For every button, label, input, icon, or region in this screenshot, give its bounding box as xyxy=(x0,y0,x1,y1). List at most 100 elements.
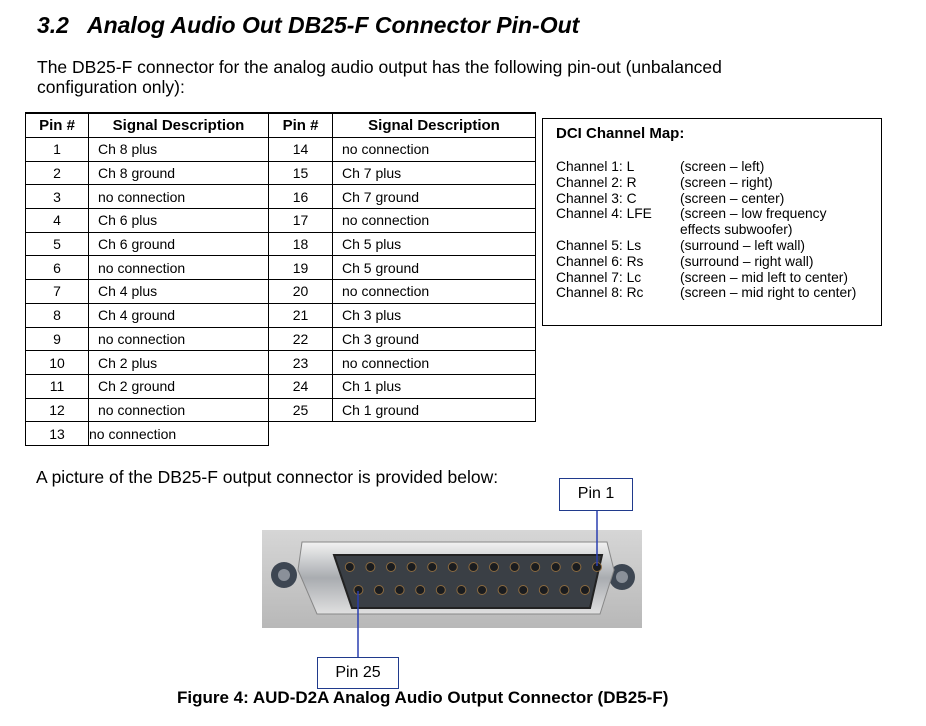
pin-number-cell: 9 xyxy=(25,326,89,352)
connector-pin-22 xyxy=(415,585,426,595)
pin-number-cell: 2 xyxy=(25,160,89,186)
channel-description: (screen – mid left to center) xyxy=(680,269,848,285)
signal-description-cell: no connection xyxy=(332,208,536,233)
channel-description: (screen – right) xyxy=(680,174,773,190)
intro-paragraph: The DB25-F connector for the analog audi… xyxy=(37,57,722,97)
pin25-callout: Pin 25 xyxy=(317,657,399,689)
pin-number-cell: 16 xyxy=(268,184,333,210)
channel-name: Channel 5: Ls xyxy=(556,237,642,253)
signal-description-cell: no connection xyxy=(88,255,269,281)
connector-pin-21 xyxy=(435,585,446,595)
connector-pin-10 xyxy=(406,562,417,572)
pin1-callout: Pin 1 xyxy=(559,478,633,511)
pin-number-cell: 24 xyxy=(268,373,333,399)
dci-channel-map-box: DCI Channel Map: Channel 1: L(screen – l… xyxy=(542,118,882,326)
section-title: Analog Audio Out DB25-F Connector Pin-Ou… xyxy=(86,12,580,38)
connector-pin-4 xyxy=(530,562,541,572)
channel-name: Channel 6: Rs xyxy=(556,253,644,269)
connector-pin-6 xyxy=(489,562,499,572)
pin-number-cell: 23 xyxy=(268,350,333,375)
channel-description: (screen – center) xyxy=(680,190,785,206)
connector-pin-17 xyxy=(518,585,529,595)
connector-pin-24 xyxy=(374,585,384,595)
pin-number-cell: 17 xyxy=(268,208,333,233)
channel-map-title: DCI Channel Map: xyxy=(556,125,685,142)
channel-entry: Channel 8: Rc (screen – mid right to cent… xyxy=(556,285,870,301)
header-pin: Pin # xyxy=(268,112,333,138)
connector-pin-25 xyxy=(353,585,364,595)
connector-pin-13 xyxy=(344,562,355,572)
connector-pin-5 xyxy=(509,562,520,572)
pin-number-cell: 14 xyxy=(268,137,333,162)
figure-caption: Figure 4: AUD-D2A Analog Audio Output Co… xyxy=(177,688,669,707)
channel-entry: Channel 2: R(screen – right) xyxy=(556,175,870,191)
channel-description: (surround – left wall) xyxy=(680,237,805,253)
signal-description-cell: no connection xyxy=(88,184,269,210)
pin-number-cell: 5 xyxy=(25,231,89,257)
channel-name: Channel 1: L xyxy=(556,159,635,174)
pin-number-cell: 12 xyxy=(25,397,89,423)
channel-name: Channel 3: C xyxy=(556,190,637,206)
connector-pin-3 xyxy=(550,562,561,572)
signal-description-cell: no connection xyxy=(88,326,269,352)
signal-description-cell: Ch 1 ground xyxy=(332,397,536,423)
connector-pin-8 xyxy=(447,562,458,572)
pin-number-cell: 3 xyxy=(25,184,89,210)
channel-entry: Channel 7: Lc (screen – mid left to cente… xyxy=(556,270,870,286)
pin-number-cell: 4 xyxy=(25,208,89,233)
signal-description-cell: Ch 7 ground xyxy=(332,184,536,210)
picture-label: A picture of the DB25-F output connector… xyxy=(36,467,499,487)
pin-number-cell: 18 xyxy=(268,231,333,257)
pin-number-cell: 15 xyxy=(268,160,333,186)
pin-number-cell: 22 xyxy=(268,326,333,352)
pin-number-cell: 19 xyxy=(268,255,333,281)
channel-description: (screen – low frequency effects subwoofe… xyxy=(680,206,827,238)
signal-description-cell: no connection xyxy=(332,137,536,162)
signal-description-cell: no connection xyxy=(88,421,269,446)
header-signal: Signal Description xyxy=(88,112,269,138)
connector-pin-7 xyxy=(468,562,479,572)
connector-pin-14 xyxy=(580,585,590,595)
connector-pin-9 xyxy=(427,562,438,572)
signal-description-cell: Ch 5 ground xyxy=(332,255,536,281)
db25-connector-photo xyxy=(262,530,642,628)
pin-number-cell: 13 xyxy=(25,421,89,446)
signal-description-cell: Ch 5 plus xyxy=(332,231,536,257)
signal-description-cell: Ch 8 plus xyxy=(88,137,269,162)
signal-description-cell: Ch 6 ground xyxy=(88,231,269,257)
channel-name: Channel 7: Lc xyxy=(556,269,642,285)
signal-description-cell: Ch 8 ground xyxy=(88,160,269,186)
signal-description-cell: no connection xyxy=(332,350,536,375)
signal-description-cell: Ch 3 ground xyxy=(332,326,536,352)
signal-description-cell: Ch 4 plus xyxy=(88,279,269,304)
signal-description-cell: Ch 7 plus xyxy=(332,160,536,186)
connector-pin-20 xyxy=(456,585,467,595)
signal-description-cell: Ch 3 plus xyxy=(332,302,536,328)
channel-entry: Channel 6: Rs(surround – right wall) xyxy=(556,254,870,270)
channel-entry: Channel 4: LFE (screen – low frequency ef… xyxy=(556,206,870,238)
connector-pin-1 xyxy=(592,562,602,572)
channel-name: Channel 8: Rc xyxy=(556,285,644,301)
pin-number-cell: 10 xyxy=(25,350,89,375)
pin-number-cell: 1 xyxy=(25,137,89,162)
connector-pin-19 xyxy=(477,585,487,595)
signal-description-cell: Ch 1 plus xyxy=(332,373,536,399)
channel-description: (screen – mid right to center) xyxy=(680,285,857,301)
channel-entry: Channel 1: L(screen – left) xyxy=(556,159,870,175)
header-signal: Signal Description xyxy=(332,112,536,138)
pin-number-cell: 6 xyxy=(25,255,89,281)
pin-number-cell: 7 xyxy=(25,279,89,304)
signal-description-cell: Ch 2 plus xyxy=(88,350,269,375)
connector-pin-11 xyxy=(386,562,396,572)
channel-name: Channel 4: LFE xyxy=(556,206,652,222)
